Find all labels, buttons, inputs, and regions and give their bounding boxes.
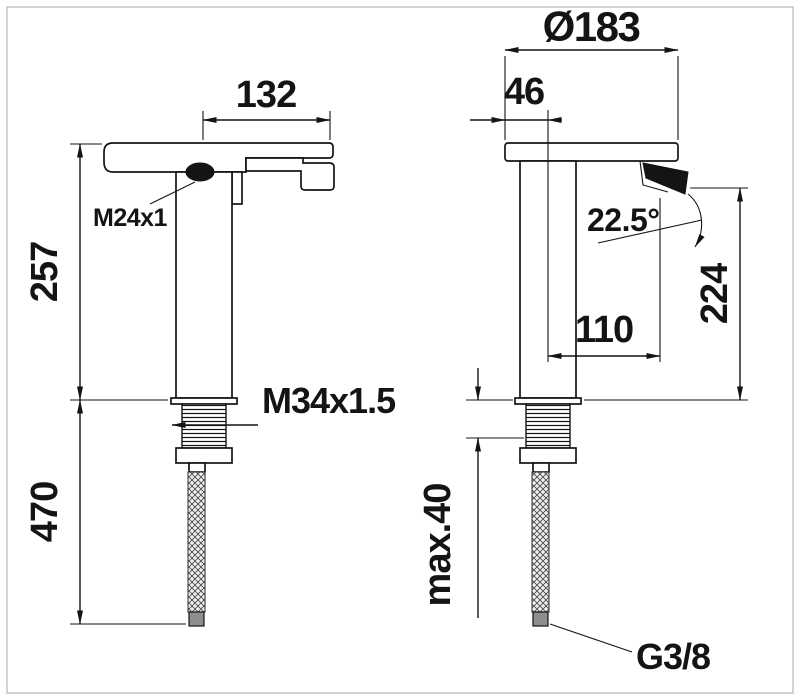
side-base-flange [170, 397, 238, 405]
side-mounting-nut [175, 447, 233, 464]
side-hose-fitting [188, 611, 205, 627]
front-hose-neck [532, 462, 550, 473]
dim-diameter-label: Ø183 [543, 3, 640, 50]
front-spout-outlet [639, 160, 669, 193]
aerator-thread-label: M24x1 [93, 204, 168, 232]
front-base-flange [514, 397, 582, 405]
side-body-column [175, 171, 233, 399]
hose-thread-label: G3/8 [636, 636, 710, 677]
front-mounting-nut [519, 447, 577, 464]
sheet-border [6, 6, 794, 694]
front-threaded-shank [525, 403, 571, 449]
side-handle-lever [245, 157, 335, 191]
side-view-dimensions: 132 257 470 M24x1 M34x1.5 [24, 74, 397, 625]
side-hose-neck [188, 462, 206, 473]
leader-line-g38 [549, 623, 633, 653]
angle-arc-arrow [687, 193, 705, 248]
body-thread-label: M34x1.5 [262, 380, 396, 421]
side-supply-hose [187, 471, 206, 613]
leader-line-m24 [149, 181, 196, 205]
dim-46-label: 46 [504, 71, 544, 113]
dim-470-label: 470 [24, 482, 66, 542]
dim-132-label: 132 [236, 74, 296, 116]
front-top-disc [504, 142, 679, 162]
front-handle-lever [642, 162, 689, 195]
dim-110-label: 110 [575, 309, 633, 351]
dim-257-label: 257 [24, 242, 66, 302]
side-threaded-shank [181, 403, 227, 449]
front-supply-hose [531, 471, 550, 613]
side-aerator [185, 162, 215, 182]
faucet-side-view [103, 142, 335, 627]
dim-224-label: 224 [694, 263, 736, 324]
handle-angle-label: 22.5° [587, 202, 660, 238]
angle-reference-line [597, 219, 703, 244]
max-deck-thickness-label: max.40 [417, 484, 459, 607]
side-cartridge-housing [231, 171, 243, 205]
front-view-dimensions: Ø183 46 22.5° 110 224 max.40 G3/8 [417, 3, 748, 677]
front-hose-fitting [532, 611, 549, 627]
